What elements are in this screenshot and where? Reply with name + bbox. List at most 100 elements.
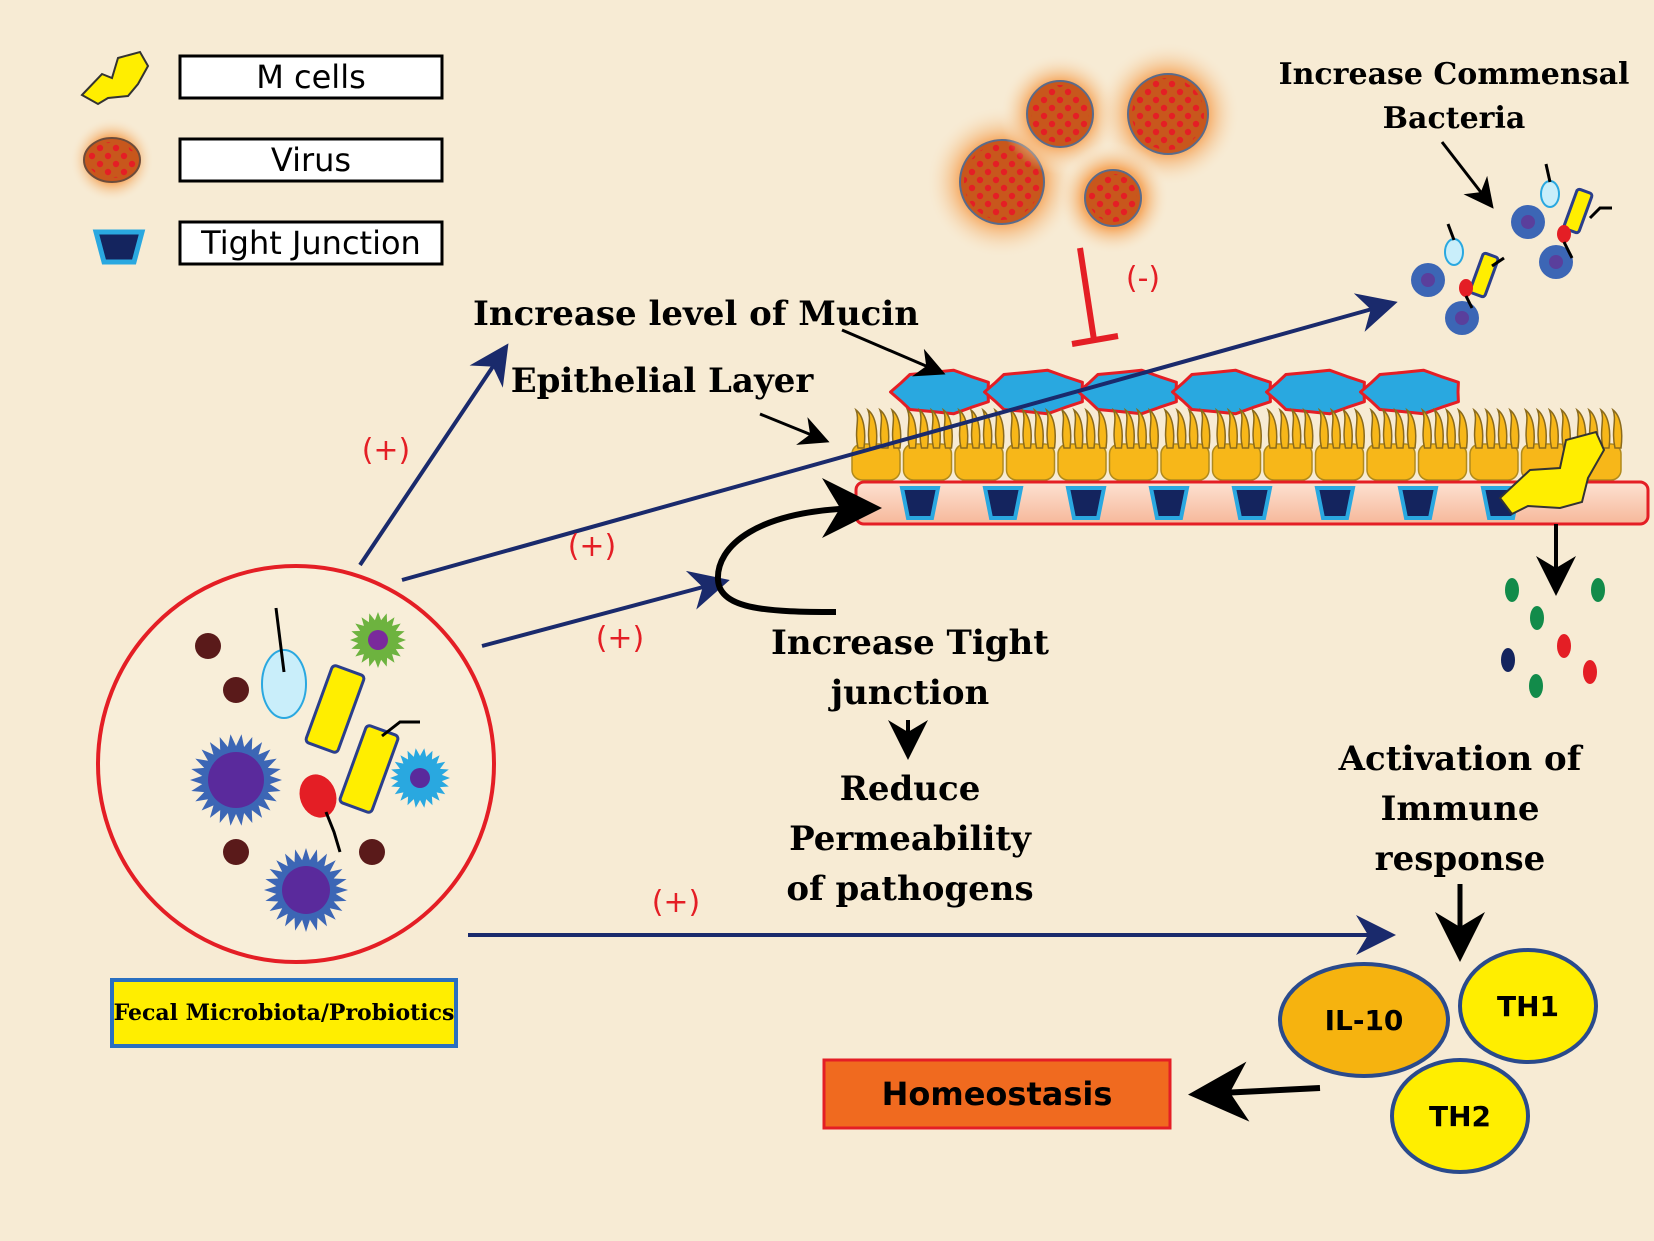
epithelial-cell xyxy=(954,407,1005,481)
yellow-rod-bacterium xyxy=(304,664,366,754)
commensal-pointer-arrow xyxy=(1440,141,1494,209)
light-blue-bacterium xyxy=(261,607,307,719)
th2-cell xyxy=(1390,1058,1530,1174)
legend-tight-junction-box xyxy=(178,220,444,266)
epithelial-cell xyxy=(1314,407,1365,481)
dark-coccus xyxy=(223,839,249,865)
permeability-label-line3: of pathogens xyxy=(786,869,1033,909)
virus-icon xyxy=(70,118,154,202)
epithelial-cell xyxy=(1211,407,1262,481)
virus-particle xyxy=(1000,54,1120,174)
epithelial-cell xyxy=(1005,407,1056,481)
m-cell xyxy=(1498,430,1606,516)
legend-tight-junction-label: Tight Junction xyxy=(200,224,421,262)
dark-coccus xyxy=(223,677,249,703)
immune-label-line3: response xyxy=(1375,839,1546,879)
legend: M cells Virus Tight Junction xyxy=(70,50,444,266)
virus-inhibition-sign: (-) xyxy=(1126,261,1160,296)
epithelial-cell xyxy=(1263,407,1314,481)
blue-coccus xyxy=(1445,301,1479,335)
permeability-label-line2: Permeability xyxy=(789,819,1032,859)
mucin-blob xyxy=(889,368,990,416)
il10-label: IL-10 xyxy=(1325,1004,1404,1037)
tight-junction xyxy=(1148,486,1190,520)
virus-inhibition-mark xyxy=(1071,247,1119,347)
released-particles xyxy=(1501,578,1605,698)
dark-coccus xyxy=(195,633,221,659)
fecal-label-box xyxy=(110,978,458,1048)
th1-cell xyxy=(1458,948,1598,1064)
epithelial-cell xyxy=(1417,407,1468,481)
il10-cell xyxy=(1278,962,1450,1078)
homeostasis-label: Homeostasis xyxy=(882,1075,1113,1113)
blue-coccus xyxy=(1411,263,1445,297)
epithelial-cell xyxy=(1469,407,1520,481)
green-spiky-bacterium xyxy=(350,612,406,668)
tight-junction xyxy=(1397,486,1439,520)
fecal-label: Fecal Microbiota/Probiotics xyxy=(114,1000,455,1026)
mucin-layer xyxy=(889,368,1460,416)
epithelial-cell xyxy=(1108,407,1159,481)
virus-cluster xyxy=(926,42,1240,258)
tight-junction-curved-arrow xyxy=(714,478,882,615)
mucin-blob xyxy=(1171,368,1272,416)
commensal-bacteria-group xyxy=(1411,163,1612,335)
legend-virus-box xyxy=(178,137,444,183)
commensal-arrow xyxy=(401,293,1398,582)
tight-junction xyxy=(1065,486,1107,520)
blue-spiky-bacterium xyxy=(390,748,450,808)
purple-spiky-bacterium xyxy=(190,734,282,826)
yellow-rod-bacterium xyxy=(1562,187,1612,235)
epithelial-cell xyxy=(1057,407,1108,481)
purple-spiky-bacterium xyxy=(264,848,348,932)
legend-m-cells-box xyxy=(178,54,444,100)
fecal-microbiota-circle xyxy=(96,564,496,964)
commensal-label-line2: Bacteria xyxy=(1383,101,1526,136)
tight-junction xyxy=(982,486,1024,520)
tight-junction-label-line2: junction xyxy=(828,673,989,713)
virus-particle xyxy=(1057,142,1169,254)
mucin-pointer-arrow xyxy=(841,328,946,377)
tight-junction-arrow xyxy=(481,570,730,648)
m-cell-icon xyxy=(80,50,150,106)
tight-junctions xyxy=(899,486,1522,520)
th1-label: TH1 xyxy=(1497,990,1559,1023)
commensal-label-line1: Increase Commensal xyxy=(1279,57,1630,92)
homeostasis-box xyxy=(822,1058,1172,1130)
epithelial-cell xyxy=(1366,407,1417,481)
epithelial-cell xyxy=(851,407,902,481)
legend-virus-label: Virus xyxy=(271,141,351,179)
light-blue-bacterium xyxy=(1540,163,1560,208)
epithelial-cell xyxy=(902,407,953,481)
tight-junction xyxy=(899,486,941,520)
red-bacterium xyxy=(1557,225,1574,259)
commensal-arrow-sign: (+) xyxy=(568,529,617,564)
tight-junction-icon xyxy=(92,229,146,265)
red-bacterium xyxy=(1459,279,1474,309)
mucin-label: Increase level of Mucin xyxy=(473,294,919,334)
immune-label-line2: Immune xyxy=(1381,789,1540,829)
dark-coccus xyxy=(359,839,385,865)
blue-coccus xyxy=(1511,205,1545,239)
epithelial-pointer-arrow xyxy=(759,412,830,445)
tight-junction-label-line1: Increase Tight xyxy=(771,623,1049,663)
legend-m-cells-label: M cells xyxy=(256,58,366,96)
permeability-label-line1: Reduce xyxy=(840,769,981,809)
immune-label-line1: Activation of xyxy=(1338,739,1584,779)
yellow-rod-bacterium xyxy=(1468,251,1505,299)
epithelial-label: Epithelial Layer xyxy=(511,361,815,401)
mucin-blob xyxy=(983,368,1084,416)
epithelial-cell xyxy=(1160,407,1211,481)
mucin-arrow-sign: (+) xyxy=(362,433,411,468)
tight-junction xyxy=(1231,486,1273,520)
homeostasis-arrow xyxy=(1188,1061,1321,1122)
yellow-rod-bacterium xyxy=(338,720,420,814)
red-bacterium xyxy=(299,774,342,853)
immune-arrow-sign: (+) xyxy=(652,885,701,920)
blue-coccus xyxy=(1539,245,1573,279)
light-blue-bacterium xyxy=(1444,223,1464,266)
tight-junction-arrow-sign: (+) xyxy=(596,621,645,656)
mucin-arrow xyxy=(358,343,509,567)
mucin-blob xyxy=(1359,368,1460,416)
